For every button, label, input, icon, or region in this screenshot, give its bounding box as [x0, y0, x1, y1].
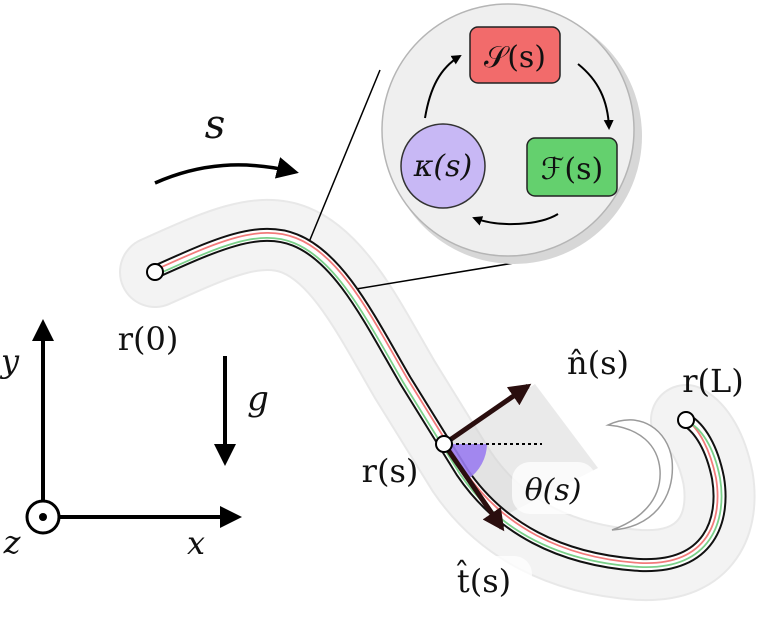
normal-label: n̂(s) — [567, 344, 629, 382]
arclength-label: s — [205, 102, 226, 148]
tangent-vector-arrow — [441, 442, 505, 532]
zoom-line-lower — [349, 261, 521, 291]
rod-tube-fill — [121, 200, 754, 600]
r0-label: r(0) — [118, 320, 179, 358]
cycle-arrow-S-to-F — [577, 63, 614, 130]
endpoint-r0 — [146, 263, 164, 281]
F-box — [526, 137, 618, 197]
tangent-label: t̂(s) — [457, 559, 511, 600]
endpoint-rL — [677, 411, 695, 429]
rod-green-fibre — [155, 236, 723, 568]
arclength-arrow — [154, 157, 299, 185]
normal-vector-arrow — [442, 383, 532, 447]
axis-z-label: z — [3, 523, 22, 561]
kappa-circle — [400, 123, 486, 209]
theta-wedge — [444, 444, 487, 479]
theta-label-bg — [512, 462, 596, 514]
axis-y-label: y — [0, 342, 20, 380]
theta-label: θ(s) — [525, 473, 582, 508]
zoom-line-upper — [306, 69, 381, 248]
S-box — [469, 26, 561, 84]
out-of-plane-dot-icon — [39, 513, 47, 521]
tube-hook-gap — [605, 419, 674, 531]
rL-label: r(L) — [682, 362, 744, 400]
point-rs — [435, 435, 453, 453]
rs-label: r(s) — [362, 452, 419, 490]
axis-x-label: x — [187, 524, 205, 562]
cycle-arrow-kappa-to-S — [424, 54, 462, 119]
tangent-label-bg — [436, 556, 532, 606]
kappa-label: κ(s) — [413, 149, 472, 184]
S-label: 𝒮(s) — [484, 40, 546, 75]
F-label: ℱ(s) — [541, 152, 603, 187]
cycle-arrow-F-to-kappa — [472, 213, 559, 226]
r0-label-bg — [104, 316, 190, 364]
gravity-label: g — [247, 379, 269, 419]
